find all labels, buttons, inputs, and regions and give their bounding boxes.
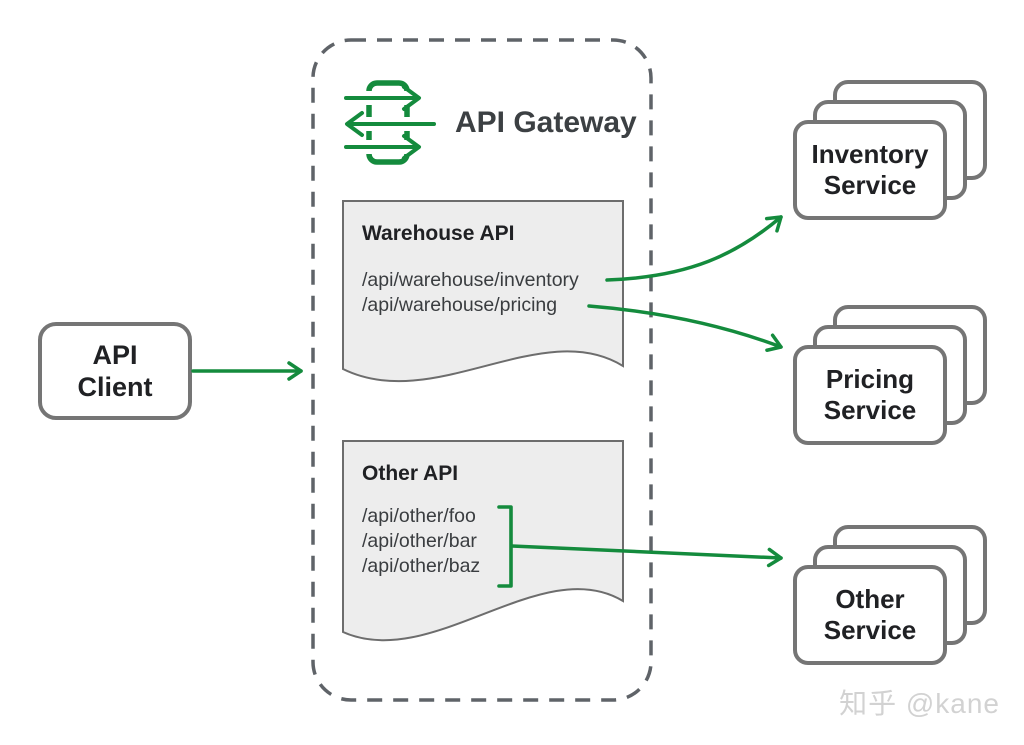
service-stack-other: Other Service xyxy=(793,525,987,665)
other-api-doc: Other API /api/other/foo /api/other/bar … xyxy=(342,440,624,670)
api-doc-title: Warehouse API xyxy=(362,222,515,245)
service-stack-pricing: Pricing Service xyxy=(793,305,987,445)
gateway-title: API Gateway xyxy=(455,106,637,139)
document-shape xyxy=(342,440,624,642)
service-label: Other Service xyxy=(823,583,917,645)
route-path: /api/other/baz xyxy=(362,555,481,577)
route-path: /api/warehouse/pricing xyxy=(362,294,558,316)
api-client-label: API Client xyxy=(77,339,153,402)
api-client-box: API Client xyxy=(38,322,192,420)
service-card-front: Other Service xyxy=(793,565,947,665)
route-path: /api/other/foo xyxy=(362,505,476,527)
gateway-boundary-rect xyxy=(311,38,653,702)
service-label: Inventory Service xyxy=(811,138,929,200)
service-label: Pricing Service xyxy=(823,363,917,425)
warehouse-api-doc: Warehouse API /api/warehouse/inventory /… xyxy=(342,200,624,400)
api-gateway-icon xyxy=(344,80,436,165)
api-doc-title: Other API xyxy=(362,462,459,485)
route-path: /api/warehouse/inventory xyxy=(362,269,579,291)
route-path: /api/other/bar xyxy=(362,530,477,552)
service-card-front: Pricing Service xyxy=(793,345,947,445)
watermark: 知乎 @kane xyxy=(839,688,1000,719)
api-doc-routes: /api/other/foo /api/other/bar /api/other… xyxy=(362,504,480,579)
api-doc-routes: /api/warehouse/inventory /api/warehouse/… xyxy=(362,268,579,318)
service-stack-inventory: Inventory Service xyxy=(793,80,987,220)
service-card-front: Inventory Service xyxy=(793,120,947,220)
document-shape xyxy=(342,200,624,383)
